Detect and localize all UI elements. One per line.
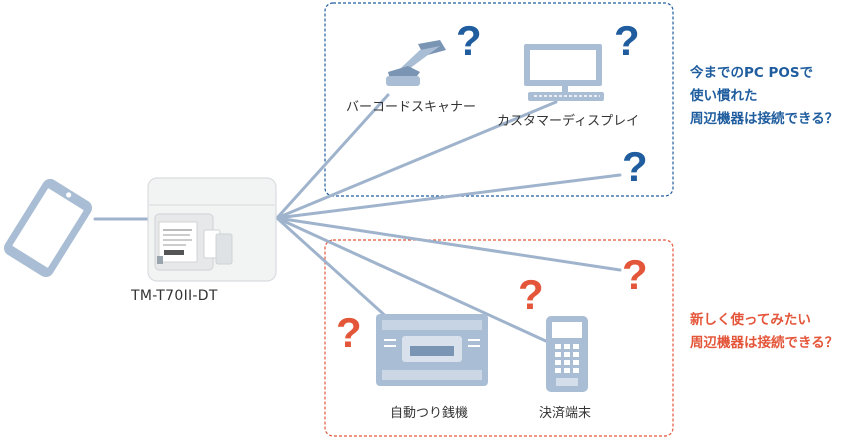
current-devices-box [324, 2, 674, 197]
line-new-unknown [275, 216, 622, 272]
cash-changer-icon [376, 314, 488, 386]
question-mark-barcode: ? [456, 17, 482, 64]
printer-icon [147, 177, 277, 282]
payment-terminal-icon [546, 316, 588, 392]
line-cash [275, 216, 392, 322]
tablet-icon [3, 178, 93, 278]
question-mark-display: ? [614, 17, 640, 64]
question-mark-payment: ? [518, 271, 544, 318]
line-barcode [275, 93, 390, 220]
question-mark-new-unknown: ? [622, 251, 648, 298]
current-note-line-3: 周辺機器は接続できる？ [690, 111, 839, 127]
current-note-line-2: 使い慣れた [690, 88, 758, 104]
payment-terminal-label: 決済端末 [539, 406, 592, 421]
line-payment [275, 216, 550, 344]
current-note-line-1: 今までのPC POSで [690, 65, 814, 81]
question-mark-current-unknown: ? [622, 143, 648, 190]
customer-display-icon [524, 44, 604, 101]
new-devices-box [324, 239, 674, 437]
barcode-scanner-icon [386, 40, 446, 86]
connection-lines [93, 93, 622, 344]
cash-changer-label: 自動つり銭機 [390, 406, 469, 421]
line-current-unknown [275, 173, 622, 220]
new-note-line-1: 新しく使ってみたい [690, 312, 811, 328]
customer-display-label: カスタマーディスプレイ [497, 114, 640, 129]
question-mark-cash: ? [336, 309, 362, 356]
barcode-scanner-label: バーコードスキャナー [346, 100, 477, 115]
line-display [275, 100, 558, 220]
current-devices-note: 今までのPC POSで 使い慣れた 周辺機器は接続できる？ [690, 62, 838, 131]
printer-label: TM-T70II-DT [131, 288, 218, 304]
new-note-line-2: 周辺機器は接続できる？ [690, 335, 839, 351]
new-devices-note: 新しく使ってみたい 周辺機器は接続できる？ [690, 309, 838, 355]
